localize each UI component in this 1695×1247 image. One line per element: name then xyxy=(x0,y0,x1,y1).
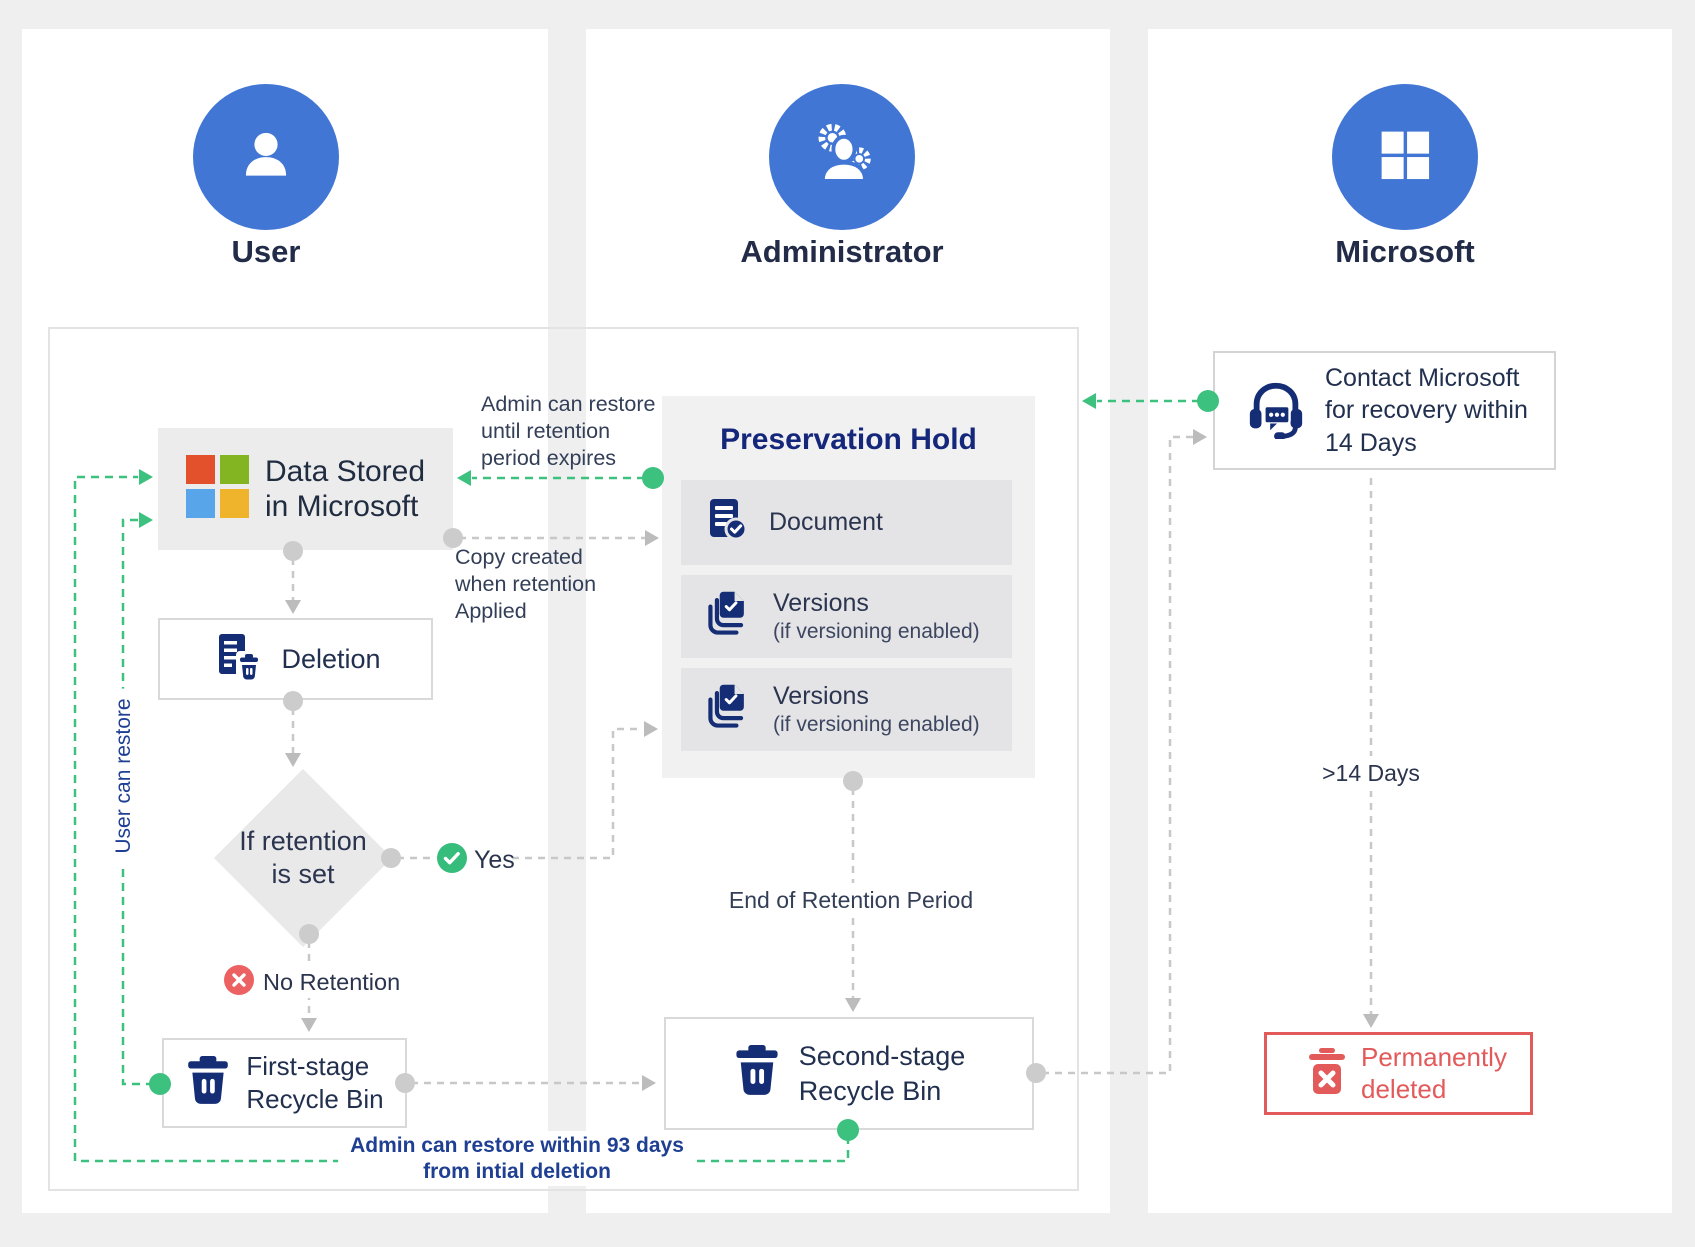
contact-microsoft-label: Contact Microsoft for recovery within 14… xyxy=(1325,363,1528,457)
preservation-hold-title: Preservation Hold xyxy=(720,423,977,456)
column-label-user: User xyxy=(231,234,301,269)
deletion-label: Deletion xyxy=(281,643,381,674)
trash-icon xyxy=(733,1045,781,1102)
column-label-admin: Administrator xyxy=(740,234,944,269)
person-icon xyxy=(228,117,304,198)
preservation-item-versions: Versions (if versioning enabled) xyxy=(681,575,1012,658)
annotation-user-can-restore: User can restore xyxy=(107,688,141,864)
check-circle-icon xyxy=(437,843,467,878)
versions-stack-icon xyxy=(703,588,755,645)
microsoft-avatar xyxy=(1332,84,1478,230)
preservation-item-document: Document xyxy=(681,480,1012,565)
preservation-item-sublabel: (if versioning enabled) xyxy=(773,620,980,643)
second-stage-bin-label: Second-stage Recycle Bin xyxy=(798,1041,966,1106)
trash-icon xyxy=(185,1055,231,1111)
preservation-item-label: Versions xyxy=(773,682,869,710)
preservation-item-label: Versions xyxy=(773,589,869,617)
annotation-admin-restore-hold: Admin can restore until retention period… xyxy=(481,392,656,470)
no-retention-branch-label: No Retention xyxy=(224,965,407,1000)
second-stage-bin-node: Second-stage Recycle Bin xyxy=(664,1017,1034,1130)
no-retention-label: No Retention xyxy=(261,967,407,998)
user-avatar xyxy=(193,84,339,230)
contact-microsoft-node: Contact Microsoft for recovery within 14… xyxy=(1213,351,1556,470)
trash-x-icon xyxy=(1307,1048,1347,1099)
preservation-item-sublabel: (if versioning enabled) xyxy=(773,713,980,736)
annotation-end-of-retention: End of Retention Period xyxy=(716,883,986,918)
windows-grid-icon xyxy=(1372,122,1438,193)
permanently-deleted-node: Permanently deleted xyxy=(1264,1032,1533,1115)
annotation-admin-restore-93-days: Admin can restore within 93 days from in… xyxy=(338,1131,696,1187)
preservation-hold-panel: Preservation Hold Document xyxy=(662,396,1035,778)
data-stored-label: Data Stored in Microsoft xyxy=(264,454,426,523)
annotation-over-14-days: >14 Days xyxy=(1312,756,1430,791)
admin-avatar xyxy=(769,84,915,230)
retention-decision-label: If retention is set xyxy=(239,826,367,890)
first-stage-bin-node: First-stage Recycle Bin xyxy=(162,1038,407,1128)
annotation-copy-created: Copy created when retention Applied xyxy=(455,545,597,623)
yes-label: Yes xyxy=(474,846,515,874)
versions-stack-icon xyxy=(703,681,755,738)
permanently-deleted-label: Permanently deleted xyxy=(1361,1041,1507,1104)
preservation-item-versions: Versions (if versioning enabled) xyxy=(681,668,1012,751)
x-circle-icon xyxy=(224,965,254,1000)
first-stage-bin-label: First-stage Recycle Bin xyxy=(246,1050,384,1114)
deletion-node: Deletion xyxy=(158,618,433,700)
microsoft-logo-icon xyxy=(185,454,250,524)
deletion-doc-trash-icon xyxy=(210,630,264,689)
admin-gears-icon xyxy=(796,109,888,206)
preservation-item-label: Document xyxy=(769,508,883,536)
data-stored-node: Data Stored in Microsoft xyxy=(158,428,453,550)
document-check-icon xyxy=(703,496,751,549)
headset-support-icon xyxy=(1245,377,1307,444)
yes-branch-label: Yes xyxy=(437,843,515,878)
column-label-microsoft: Microsoft xyxy=(1335,234,1475,269)
